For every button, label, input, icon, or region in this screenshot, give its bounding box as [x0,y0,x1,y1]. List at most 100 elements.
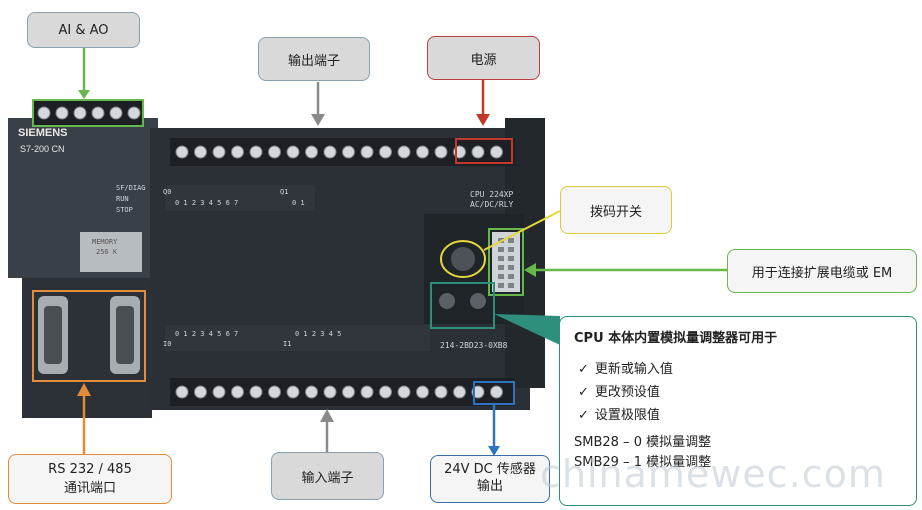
smb29-line: SMB29 – 1 模拟量调整 [574,454,712,470]
power-text: 电源 [470,52,497,68]
terminal-screw [212,145,226,159]
terminal-screw [379,385,392,399]
check-icon: ✓ [578,385,589,400]
memory-cartridge [80,232,142,272]
connector-pin [508,274,514,279]
part-number: 214-2BD23-0XB8 [440,341,508,350]
power-callout: 电源 [427,36,540,80]
model-label: S7-200 CN [20,144,65,154]
dip-switch-text: 拨码开关 [589,204,642,220]
expansion-text: 用于连接扩展电缆或 EM [751,265,893,281]
terminal-screw [323,385,337,399]
terminal-screw [490,145,503,159]
terminal-screw [305,385,318,399]
terminal-screw [342,385,355,399]
terminal-screw [416,145,429,159]
smb-list: SMB28 – 0 模拟量调整 SMB29 – 1 模拟量调整 [574,433,902,472]
connector-pin [498,283,504,288]
terminal-screw [37,106,51,120]
sensor-arrowhead [488,446,500,456]
terminal-screw [286,385,300,399]
info-item-update: ✓更新或输入值 [578,358,902,377]
terminal-screw [249,385,263,399]
power-arrowhead [476,114,490,126]
terminal-screw [434,145,448,159]
terminal-screw [453,385,466,399]
sensor-callout: 24V DC 传感器 输出 [430,455,550,503]
i1-bits: 0 1 2 3 4 5 [295,330,342,338]
q1-bits: 0 1 [292,199,305,207]
analog-pot-1 [470,293,486,309]
terminal-screw [286,145,300,159]
terminal-screw [490,385,503,399]
info-item-preset: ✓ 更改预设值 [578,381,902,400]
terminal-screw [323,145,337,159]
info-item-text: 设置极限值 [594,408,660,423]
dip-switch-highlight [440,240,486,278]
connector-pin [508,265,514,270]
terminal-screw [397,145,411,159]
sensor-text-line2: 输出 [476,479,503,494]
status-sf-diag: SF/DIAG [116,184,146,192]
info-box-pointer [494,314,560,345]
connector-pin [508,238,514,243]
q1-label: Q1 [280,188,289,196]
i0-bits: 0 1 2 3 4 5 6 7 [175,330,239,338]
cpu-type: AC/DC/RLY [470,200,514,209]
sensor-text-line1: 24V DC 传感器 [444,462,536,478]
check-icon: ✓ [578,362,589,377]
info-item-text: 更改预设值 [594,385,660,400]
terminal-screw [194,145,207,159]
terminal-screw [360,145,374,159]
connector-pin [508,283,514,288]
terminal-screw [342,145,355,159]
cpu-name: CPU 224XP [470,190,514,199]
ai-ao-arrowhead [78,90,90,99]
rs232-text-line1: RS 232 / 485 [48,462,132,477]
terminal-screw [379,145,392,159]
dip-switch [451,247,475,271]
q0-bits: 0 1 2 3 4 5 6 7 [175,199,239,207]
output-terminal-screws [175,145,503,159]
terminal-screw [194,385,207,399]
terminal-screw [268,145,281,159]
connector-pin [508,256,514,261]
power-highlight [455,138,513,164]
connector-pin [498,247,504,252]
memory-label: MEMORY [92,238,118,246]
smb28-line: SMB28 – 0 模拟量调整 [574,435,712,450]
terminal-screw [471,145,485,159]
expansion-connector [492,232,520,292]
input-arrowhead [320,409,334,422]
terminal-screw [360,385,374,399]
analog-adjust-info-box: CPU 本体内置模拟量调整器可用于 ✓更新或输入值 ✓更改预设值 ✓设置极限值 … [559,316,917,506]
ai-ao-callout-text: AI & AO [58,22,109,38]
brand-label: SIEMENS [18,127,68,139]
input-led-row [165,325,430,351]
output-terminals-text: 输出端子 [287,53,340,69]
connector-pin [508,247,514,252]
dip-switch-callout: 拨码开关 [560,186,672,234]
terminal-screw [231,385,244,399]
expansion-callout: 用于连接扩展电缆或 EM [727,249,917,293]
i0-label: I0 [163,340,172,348]
memory-size: 256 K [96,248,118,256]
connector-pin [498,256,504,261]
ai-ao-callout: AI & AO [27,12,140,48]
output-led-row [165,185,315,211]
terminal-screw [305,145,318,159]
q0-label: Q0 [163,188,172,196]
input-terminals-text: 输入端子 [301,470,354,486]
terminal-screw [397,385,411,399]
info-item-limit: ✓设置极限值 [578,404,902,423]
status-stop: STOP [116,206,133,214]
rs232-callout: RS 232 / 485 通讯端口 [8,454,172,504]
terminal-screw [416,385,429,399]
terminal-screw [268,385,281,399]
rs232-highlight [32,290,146,382]
input-terminals-callout: 输入端子 [271,452,384,500]
status-run: RUN [116,195,129,203]
terminal-screw [175,385,189,399]
terminal-screw [55,106,69,120]
